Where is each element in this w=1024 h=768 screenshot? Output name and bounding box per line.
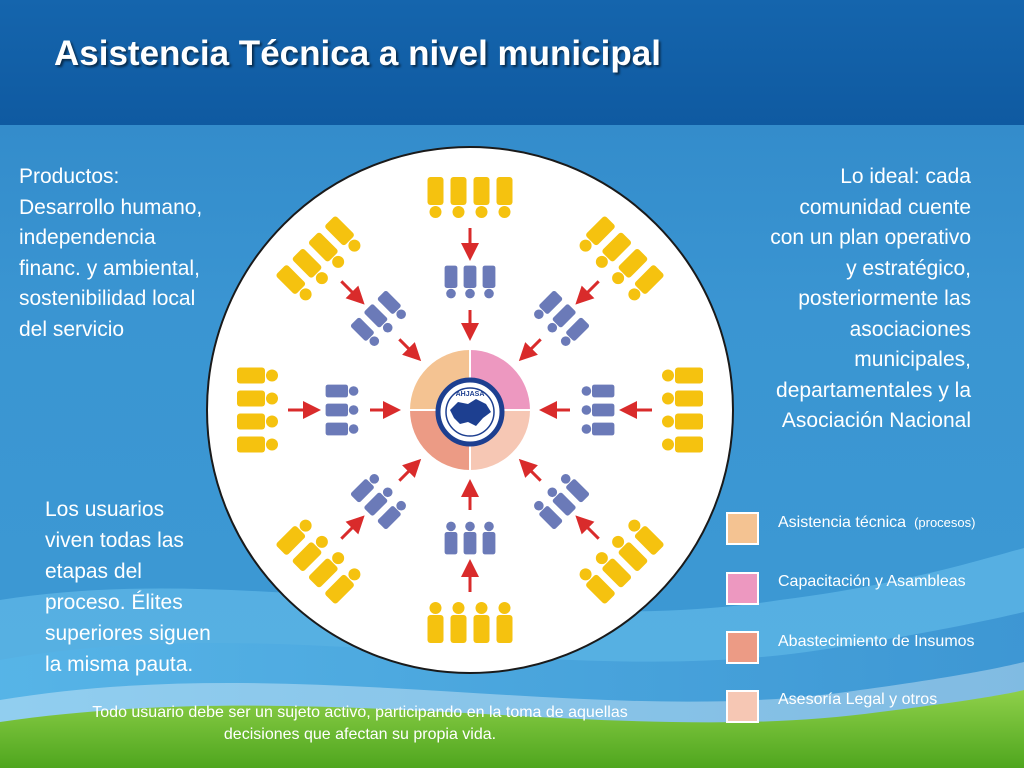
person-figure — [427, 177, 444, 218]
person-figure — [473, 177, 490, 218]
ideal-line: y estratégico, — [846, 256, 971, 280]
person-figure — [581, 384, 615, 398]
arrow — [340, 280, 365, 305]
person-figure — [444, 265, 458, 299]
legend-label-capacitacion: Capacitación y Asambleas — [778, 573, 966, 591]
person-figure — [237, 367, 278, 384]
arrow — [518, 338, 542, 362]
person-figure — [325, 384, 359, 398]
person-figure — [662, 413, 703, 430]
legend-swatch-abastecimiento — [726, 631, 759, 664]
legend-label-asesoria: Asesoría Legal y otros — [778, 691, 937, 709]
legend-note: (procesos) — [914, 515, 976, 530]
person-figure — [450, 177, 467, 218]
person-figure — [662, 390, 703, 407]
person-figure — [325, 403, 359, 417]
person-figure — [581, 422, 615, 436]
logo-map-emblem — [450, 399, 491, 426]
legend-swatch-asesoria — [726, 690, 759, 723]
person-figure — [450, 602, 467, 643]
arrow — [575, 280, 600, 305]
products-line: del servicio — [19, 317, 125, 341]
users-line: etapas del — [45, 560, 142, 583]
products-text: Productos: Desarrollo humano, independen… — [19, 162, 239, 345]
person-figure — [237, 436, 278, 453]
person-figure — [237, 413, 278, 430]
ideal-line: con un plan operativo — [770, 226, 971, 249]
person-figure — [496, 177, 513, 218]
person-figure — [463, 265, 477, 299]
person-figure — [473, 602, 490, 643]
footer-line: Todo usuario debe ser un sujeto activo, … — [92, 704, 628, 721]
person-figure — [581, 403, 615, 417]
logo-text: AHJASA — [456, 391, 485, 398]
legend-swatch-capacitacion — [726, 572, 759, 605]
products-line: Productos: — [19, 165, 120, 188]
person-figure — [482, 521, 496, 555]
inner-figure-group — [444, 265, 496, 299]
person-figure — [325, 422, 359, 436]
users-line: superiores siguen — [45, 622, 211, 645]
person-figure — [427, 602, 444, 643]
person-figure — [662, 436, 703, 453]
arrow — [398, 458, 422, 482]
ideal-line: municipales, — [854, 348, 971, 371]
legend-label-abastecimiento: Abastecimiento de Insumos — [778, 633, 975, 651]
legend-swatch-asistencia — [726, 512, 759, 545]
arrows — [288, 228, 652, 592]
footer-text: Todo usuario debe ser un sujeto activo, … — [40, 702, 680, 746]
users-line: viven todas las — [45, 529, 184, 552]
arrow — [575, 515, 600, 540]
ideal-line: posteriormente las — [798, 287, 971, 310]
products-line: independencia — [19, 226, 156, 249]
arrow — [518, 458, 542, 482]
legend-label-text: Capacitación y Asambleas — [778, 573, 966, 590]
inner-figure-group — [581, 384, 615, 436]
inner-figure-group — [325, 384, 359, 436]
ideal-line: asociaciones — [849, 317, 971, 341]
arrow — [398, 338, 422, 362]
ideal-line: Lo ideal: cada — [840, 165, 971, 188]
users-text: Los usuarios viven todas las etapas del … — [45, 494, 245, 680]
person-figure — [496, 602, 513, 643]
legend-label-text: Abastecimiento de Insumos — [778, 633, 975, 650]
slide-title: Asistencia Técnica a nivel municipal — [54, 34, 661, 73]
products-line: financ. y ambiental, — [19, 256, 200, 280]
inner-figure-group — [444, 521, 496, 555]
footer-line: decisiones que afectan su propia vida. — [223, 726, 497, 743]
users-line: la misma pauta. — [45, 653, 194, 676]
ideal-line: departamentales y la — [776, 378, 971, 402]
header-bar: Asistencia Técnica a nivel municipal — [0, 0, 1024, 125]
products-line: sostenibilidad local — [19, 287, 196, 310]
ideal-line: comunidad cuente — [799, 195, 971, 219]
legend-label-asistencia: Asistencia técnica (procesos) — [778, 514, 975, 532]
center-hub: AHJASA — [410, 350, 530, 470]
ideal-line: Asociación Nacional — [781, 409, 971, 432]
person-figure — [444, 521, 458, 555]
person-figure — [463, 521, 477, 555]
legend-label-text: Asesoría Legal y otros — [778, 691, 938, 708]
person-figure — [482, 265, 496, 299]
ideal-text: Lo ideal: cada comunidad cuente con un p… — [730, 162, 971, 437]
products-line: Desarrollo humano, — [19, 195, 203, 219]
legend-label-text: Asistencia técnica — [778, 514, 907, 531]
users-line: Los usuarios — [45, 498, 165, 521]
person-figure — [237, 390, 278, 407]
arrow — [340, 515, 365, 540]
users-line: proceso. Élites — [45, 591, 183, 614]
person-figure — [662, 367, 703, 384]
